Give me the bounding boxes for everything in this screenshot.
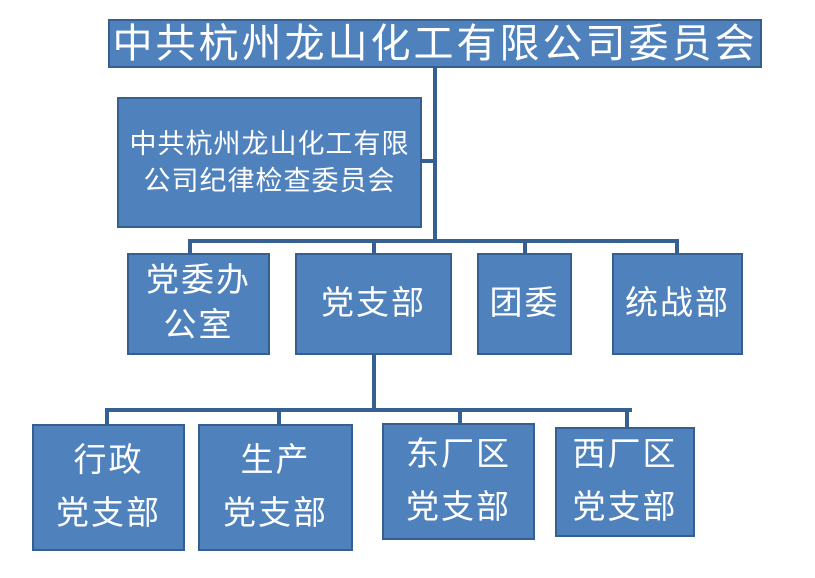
node-label: 中共杭州龙山化工有限 — [129, 128, 410, 159]
node-label: 党支部 — [406, 489, 511, 526]
connector-drop-production-branch — [277, 410, 281, 425]
connector-row3-horizontal — [188, 239, 679, 243]
connector-root-vertical — [433, 67, 437, 243]
org-node-party-office: 党委办 公室 — [127, 253, 270, 355]
node-label: 东厂区 — [406, 436, 511, 473]
connector-drop-party-office — [188, 241, 192, 254]
node-label: 党委办 — [146, 263, 251, 299]
org-node-discipline-committee: 中共杭州龙山化工有限 公司纪律检查委员会 — [117, 97, 422, 228]
org-node-united-front: 统战部 — [612, 253, 743, 355]
org-node-east-plant-branch: 东厂区 党支部 — [382, 423, 535, 540]
node-label: 党支部 — [572, 490, 678, 526]
node-label: 行政 — [73, 442, 144, 479]
node-label: 党支部 — [56, 495, 161, 532]
node-label: 生产 — [240, 442, 311, 479]
connector-drop-east-plant-branch — [458, 410, 462, 424]
node-label: 统战部 — [625, 285, 730, 322]
connector-row4-horizontal — [105, 408, 632, 412]
node-label: 公司纪律检查委员会 — [143, 165, 396, 196]
org-node-west-plant-branch: 西厂区 党支部 — [555, 427, 695, 537]
org-node-youth-league: 团委 — [477, 253, 572, 355]
node-label: 党支部 — [321, 285, 426, 322]
connector-drop-west-plant-branch — [625, 410, 629, 428]
connector-discipline-stub — [421, 159, 435, 163]
connector-branch-vertical — [372, 354, 376, 412]
connector-drop-united-front — [675, 241, 679, 254]
org-node-party-branch: 党支部 — [295, 253, 452, 355]
node-label: 公室 — [163, 308, 234, 344]
node-label: 中共杭州龙山化工有限公司委员会 — [112, 20, 758, 66]
org-node-admin-branch: 行政 党支部 — [32, 424, 185, 551]
node-label: 西厂区 — [572, 437, 678, 473]
node-label: 党支部 — [223, 495, 328, 532]
connector-drop-youth-league — [523, 241, 527, 254]
org-node-party-committee: 中共杭州龙山化工有限公司委员会 — [108, 19, 762, 68]
connector-drop-admin-branch — [105, 410, 109, 425]
connector-drop-party-branch — [372, 241, 376, 254]
node-label: 团委 — [489, 285, 560, 322]
org-node-production-branch: 生产 党支部 — [198, 424, 353, 551]
